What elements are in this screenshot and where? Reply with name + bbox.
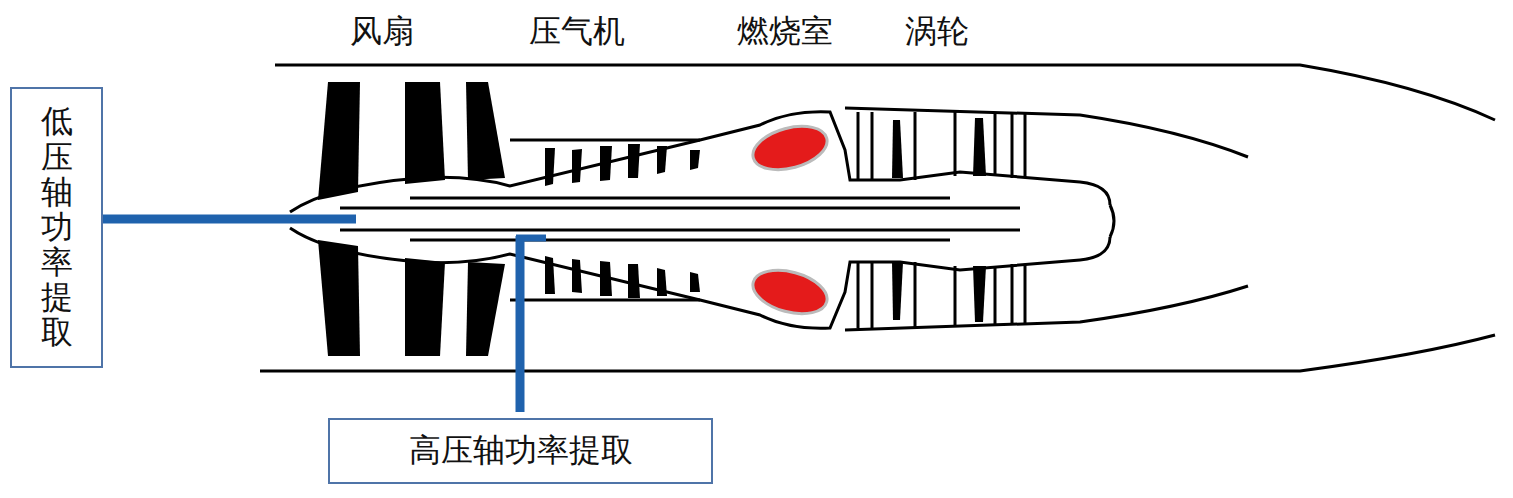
hp-takeoff-leader (516, 236, 525, 412)
part-label: 风扇 (350, 10, 414, 54)
box-text: 低压轴功率提取 (41, 104, 73, 350)
compressor-blades (545, 144, 700, 298)
nacelle-outline (260, 335, 1495, 371)
part-label: 燃烧室 (737, 10, 833, 54)
hp-takeoff-box: 高压轴功率提取 (328, 418, 713, 484)
core-cowl (845, 286, 1248, 330)
turbine-blades (892, 118, 986, 322)
nacelle-outline (275, 65, 1495, 120)
exhaust-cone (1110, 205, 1114, 237)
combustor (748, 263, 832, 321)
combustor (748, 119, 832, 177)
shafts (340, 198, 1020, 240)
core-cowl (845, 108, 1248, 157)
turbine-stages (858, 112, 1025, 328)
part-label: 涡轮 (905, 10, 969, 54)
splitter (510, 139, 700, 142)
lp-takeoff-box: 低压轴功率提取 (10, 87, 103, 368)
lp-takeoff-leader (103, 215, 356, 224)
box-text: 高压轴功率提取 (409, 429, 633, 473)
part-label: 压气机 (529, 10, 625, 54)
splitter (510, 299, 700, 302)
